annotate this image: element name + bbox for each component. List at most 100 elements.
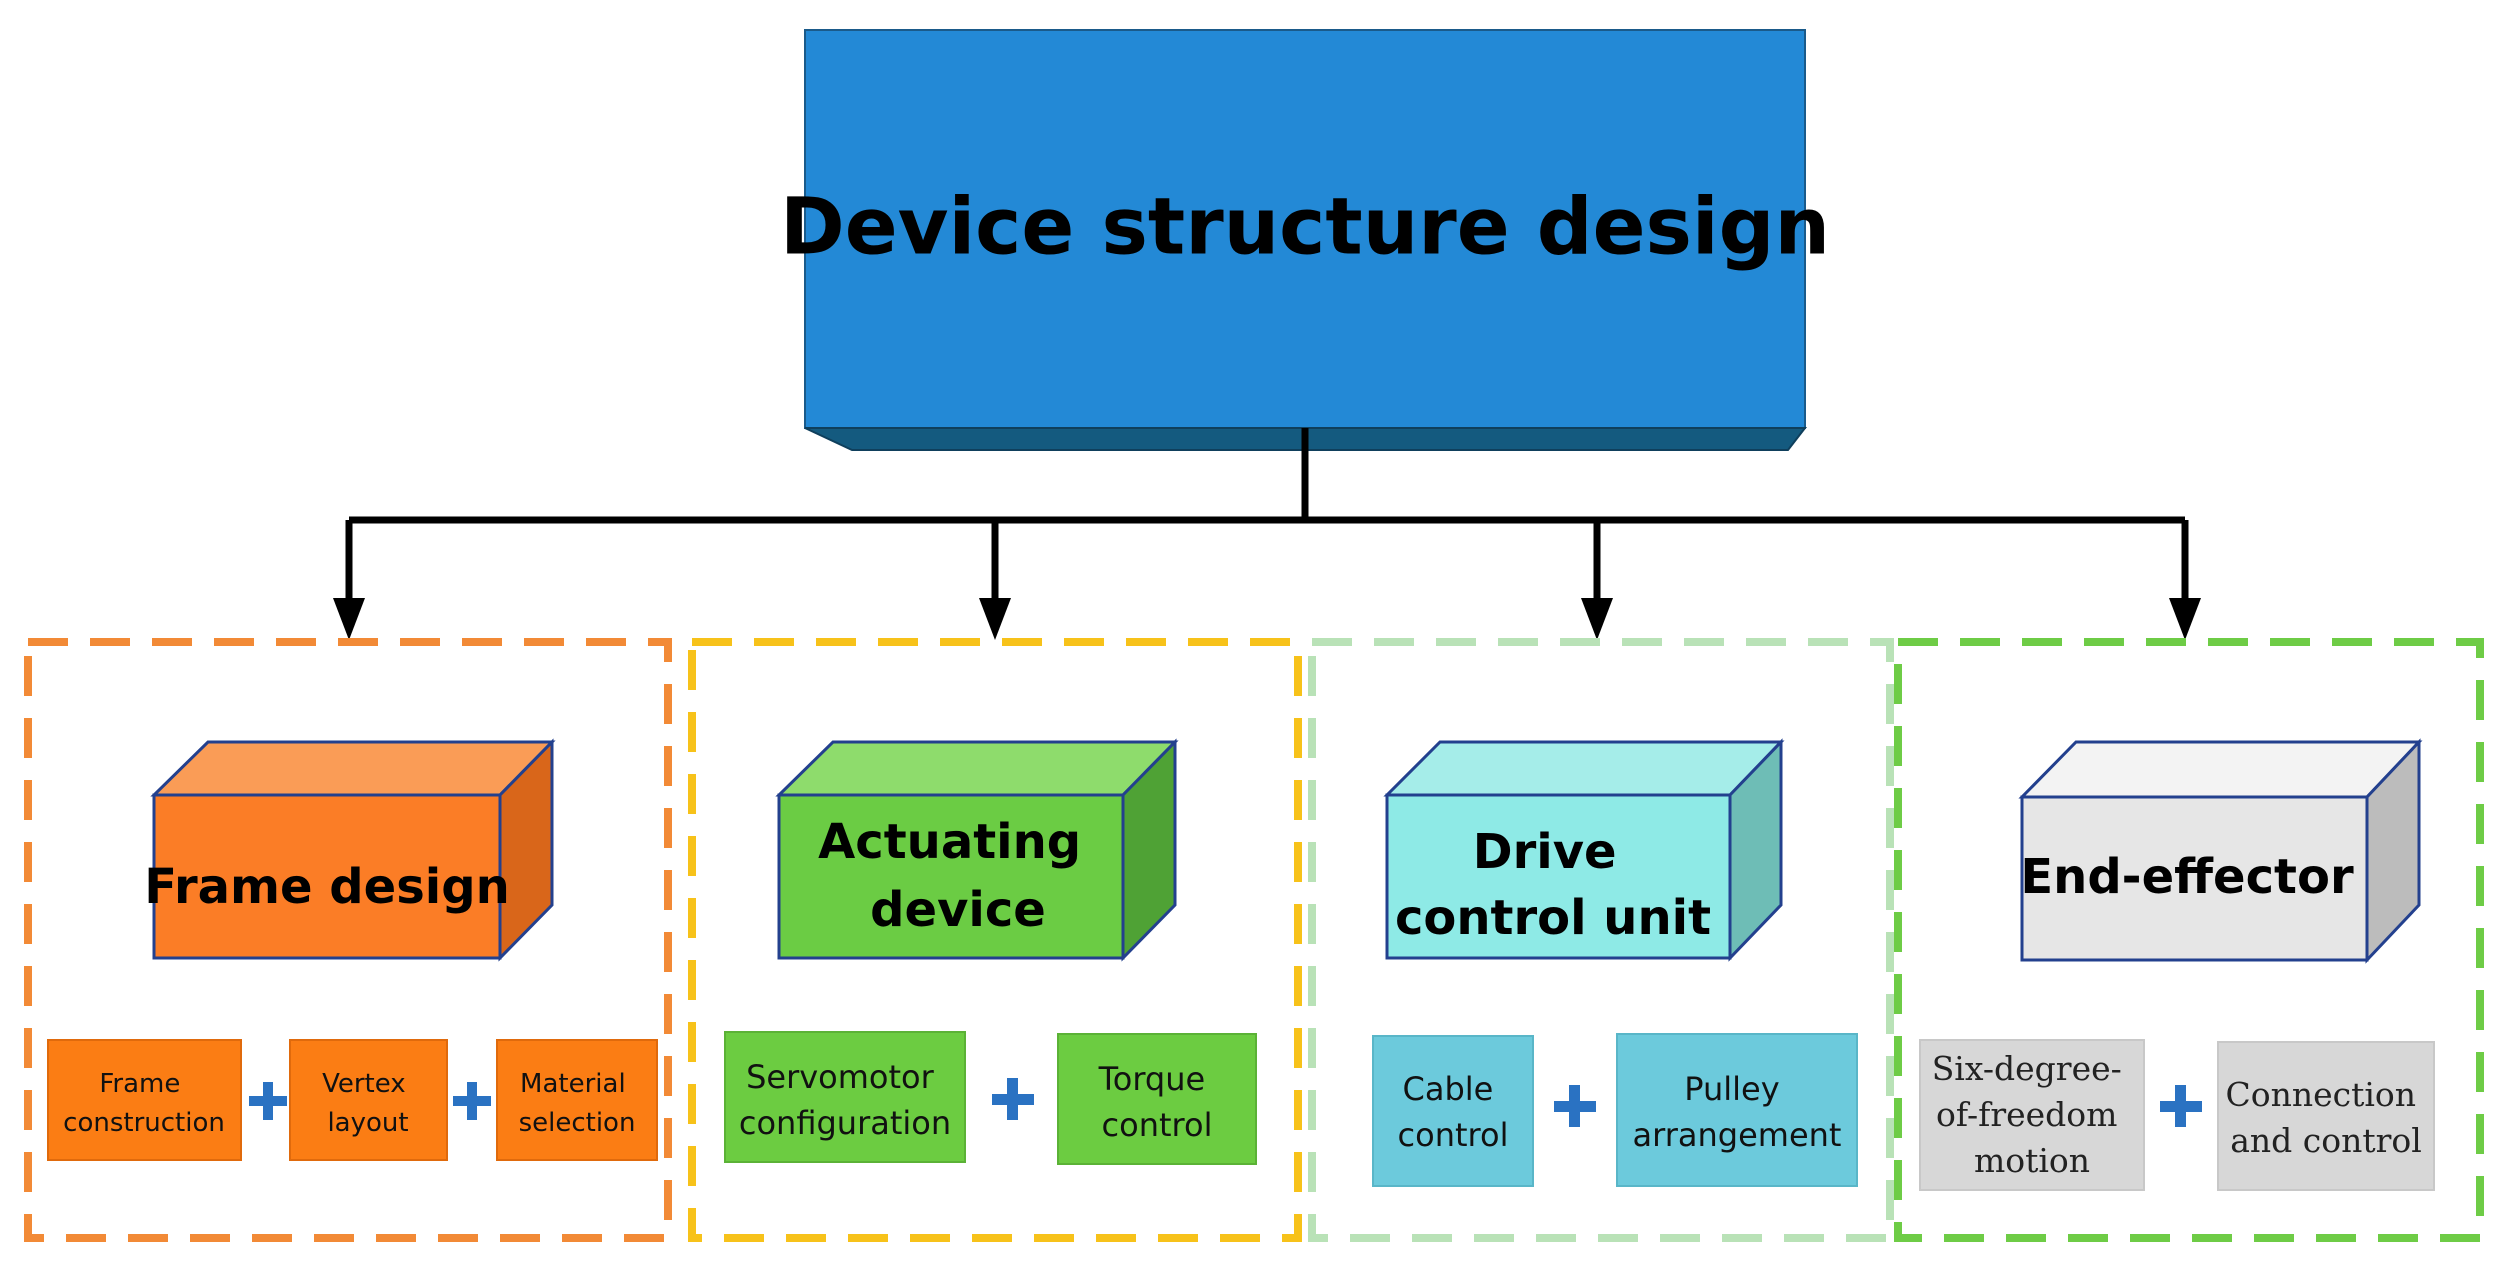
sub-item-vertex-layout: Vertex layout bbox=[289, 1039, 448, 1161]
sub-item-line: Vertex bbox=[322, 1069, 406, 1099]
title-text: Device structure design bbox=[780, 182, 1830, 272]
sub-item-text: Material selection bbox=[519, 1069, 636, 1138]
drive-box-title: Drive control unit bbox=[1395, 824, 1711, 946]
sub-item-connection-and-control: Connection and control bbox=[2217, 1041, 2435, 1191]
end-box-front bbox=[2020, 795, 2369, 962]
sub-item-box bbox=[1616, 1033, 1858, 1187]
end-effector-section: End-effector Six-degree- of-freedom moti… bbox=[1919, 738, 2435, 1191]
sub-item-cable-control: Cable control bbox=[1372, 1035, 1534, 1187]
sub-item-line: Torque bbox=[1098, 1060, 1206, 1098]
sub-item-box bbox=[496, 1039, 658, 1161]
sub-item-line: Material bbox=[520, 1069, 626, 1099]
drive-box-title-line: Drive bbox=[1473, 824, 1617, 880]
end-box-title-line: End-effector bbox=[2020, 849, 2354, 905]
arrowheads bbox=[333, 598, 2201, 640]
sub-item-text: Cable control bbox=[1398, 1070, 1509, 1154]
sub-item-box bbox=[724, 1031, 966, 1163]
arrowhead-frame bbox=[333, 598, 365, 640]
actuating-box-title-line: device bbox=[870, 882, 1046, 938]
frame-section: Frame design Frame construction Vertex l… bbox=[47, 738, 658, 1161]
plus-icon-v bbox=[1007, 1078, 1018, 1120]
actuating-sub-items: Servomotor configuration Torque control bbox=[724, 1031, 1257, 1165]
sub-item-line: motion bbox=[1974, 1141, 2090, 1180]
sub-item-text: Frame construction bbox=[63, 1069, 225, 1138]
actuating-section: Actuating device Servomotor configuratio… bbox=[724, 738, 1257, 1165]
frame-design-box: Frame design bbox=[144, 738, 556, 962]
drive-control-unit-box: Drive control unit bbox=[1383, 738, 1785, 962]
actuating-device-box: Actuating device bbox=[775, 738, 1179, 962]
drive-sub-items: Cable control Pulley arrangement bbox=[1372, 1033, 1858, 1187]
section-borders bbox=[24, 638, 2484, 1242]
sub-item-box bbox=[2217, 1041, 2435, 1191]
sub-item-box bbox=[1372, 1035, 1534, 1187]
end-effector-box: End-effector bbox=[2018, 738, 2423, 964]
sub-item-box bbox=[289, 1039, 448, 1161]
end-effector-section-border bbox=[1894, 638, 2484, 1242]
sub-item-text: Pulley arrangement bbox=[1633, 1070, 1842, 1154]
plus-icon bbox=[249, 1082, 287, 1120]
frame-box-title-line: Frame design bbox=[144, 859, 510, 915]
plus-icon bbox=[2160, 1085, 2202, 1127]
sub-item-text: Torque control bbox=[1098, 1060, 1216, 1144]
drive-box-top bbox=[1383, 740, 1785, 797]
frame-box-front bbox=[152, 793, 502, 960]
plus-icon-v bbox=[263, 1082, 273, 1120]
sub-item-frame-construction: Frame construction bbox=[47, 1039, 242, 1161]
sub-item-line: control bbox=[1398, 1116, 1509, 1154]
drive-section: Drive control unit Cable control Pulley bbox=[1372, 738, 1858, 1187]
sub-item-line: configuration bbox=[739, 1104, 951, 1142]
plus-icon-v bbox=[1569, 1085, 1580, 1127]
sub-item-line: of-freedom bbox=[1936, 1095, 2117, 1134]
sub-item-line: Frame bbox=[99, 1069, 180, 1099]
sub-item-line: construction bbox=[63, 1108, 225, 1138]
arrowhead-end bbox=[2169, 598, 2201, 640]
actuating-box-top bbox=[775, 740, 1179, 797]
sub-item-text: Connection and control bbox=[2225, 1075, 2426, 1160]
sub-item-line: and control bbox=[2230, 1121, 2422, 1160]
sub-item-line: layout bbox=[327, 1108, 408, 1138]
plus-icon bbox=[1554, 1085, 1596, 1127]
actuating-section-border bbox=[688, 638, 1302, 1242]
sub-item-line: Six-degree- bbox=[1932, 1049, 2122, 1088]
sub-item-servomotor-configuration: Servomotor configuration bbox=[724, 1031, 966, 1163]
frame-section-border bbox=[24, 638, 672, 1242]
end-box-top bbox=[2018, 740, 2423, 799]
sub-item-line: Pulley bbox=[1684, 1070, 1779, 1108]
sub-item-text: Six-degree- of-freedom motion bbox=[1932, 1049, 2133, 1180]
drive-box-title-line: control unit bbox=[1395, 890, 1711, 946]
plus-icon bbox=[992, 1078, 1034, 1120]
actuating-box-front bbox=[777, 793, 1125, 960]
frame-sub-items: Frame construction Vertex layout bbox=[47, 1039, 658, 1161]
actuating-box-title-line: Actuating bbox=[818, 814, 1081, 870]
sub-item-pulley-arrangement: Pulley arrangement bbox=[1616, 1033, 1858, 1187]
sub-item-text: Vertex layout bbox=[322, 1069, 414, 1138]
sub-item-box bbox=[1057, 1033, 1257, 1165]
plus-icon-v bbox=[2175, 1085, 2186, 1127]
sub-item-line: Servomotor bbox=[746, 1058, 935, 1096]
frame-box-title: Frame design bbox=[144, 859, 510, 915]
plus-icon bbox=[453, 1082, 491, 1120]
sub-item-line: Cable bbox=[1402, 1070, 1493, 1108]
end-effector-sub-items: Six-degree- of-freedom motion Connection… bbox=[1919, 1039, 2435, 1191]
frame-box-top bbox=[150, 740, 556, 797]
end-box-title: End-effector bbox=[2020, 849, 2354, 905]
sub-item-box bbox=[1919, 1039, 2145, 1191]
drive-box-front bbox=[1385, 793, 1732, 960]
drive-section-border bbox=[1308, 638, 1894, 1242]
sub-item-torque-control: Torque control bbox=[1057, 1033, 1257, 1165]
connectors bbox=[345, 428, 2189, 600]
sub-item-six-dof-motion: Six-degree- of-freedom motion bbox=[1919, 1039, 2145, 1191]
sub-item-material-selection: Material selection bbox=[496, 1039, 658, 1161]
sub-item-line: Connection bbox=[2225, 1075, 2416, 1114]
plus-icon-v bbox=[467, 1082, 477, 1120]
arrowhead-actuating bbox=[979, 598, 1011, 640]
actuating-box-title: Actuating device bbox=[818, 814, 1098, 938]
title-block: Device structure design bbox=[780, 29, 1830, 451]
sub-item-line: selection bbox=[519, 1108, 636, 1138]
sub-item-box bbox=[47, 1039, 242, 1161]
sub-item-line: arrangement bbox=[1633, 1116, 1842, 1154]
sub-item-text: Servomotor configuration bbox=[739, 1058, 951, 1142]
sub-item-line: control bbox=[1102, 1106, 1213, 1144]
arrowhead-drive bbox=[1581, 598, 1613, 640]
